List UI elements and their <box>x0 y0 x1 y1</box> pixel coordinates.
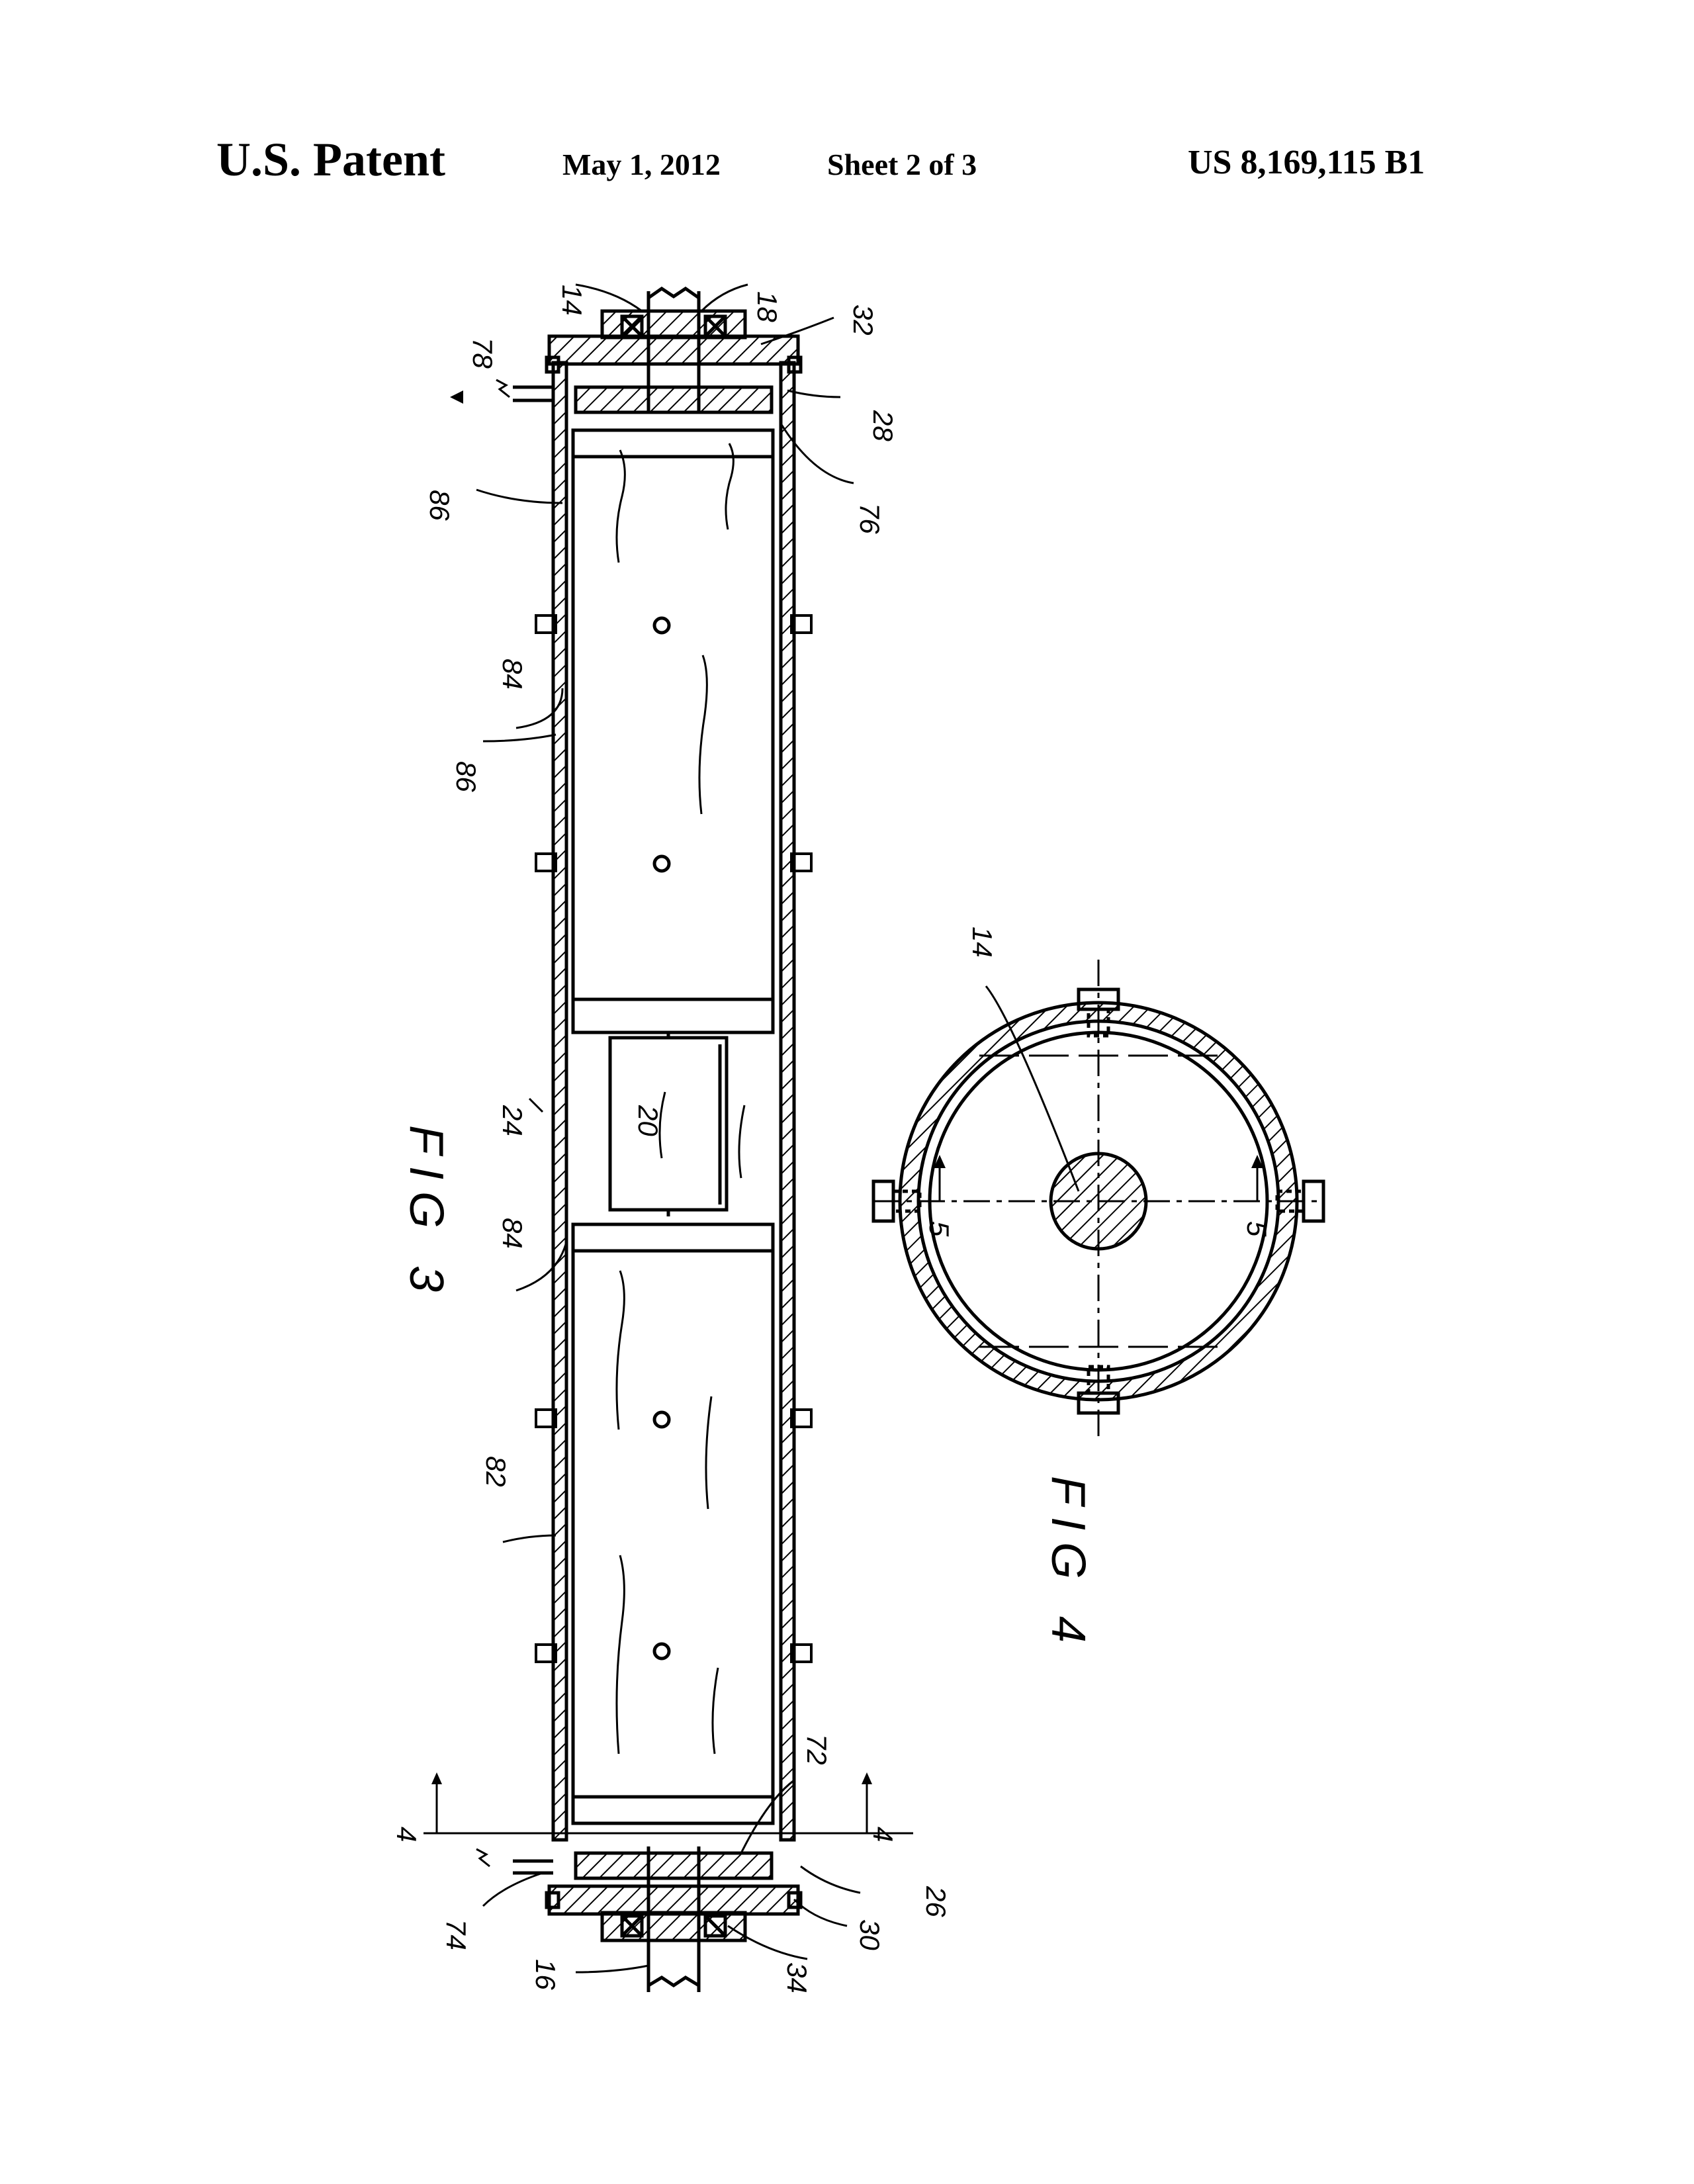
fig4-caption: FIG 4 <box>1042 1476 1094 1655</box>
label-34: 34 <box>781 1962 813 1993</box>
upper-fastener-2 <box>652 854 671 873</box>
patent-number: US 8,169,115 B1 <box>1188 144 1425 181</box>
label-30: 30 <box>854 1919 885 1950</box>
label-24: 24 <box>497 1105 528 1136</box>
sheet-number: Sheet 2 of 3 <box>827 148 977 181</box>
label-18: 18 <box>752 291 783 322</box>
fig4-label-5-left: 5 <box>924 1221 955 1237</box>
lower-fastener-2 <box>652 1642 671 1661</box>
fig3-caption: FIG 3 <box>400 1125 453 1304</box>
fig4-bolt-left <box>871 1179 895 1223</box>
housing-left-wall <box>551 361 568 1842</box>
upper-fastener-1 <box>652 616 671 635</box>
fig4-labels: 14 5 5 <box>924 927 1272 1237</box>
upper-motor <box>571 428 775 1034</box>
leader-lines <box>476 283 861 1974</box>
center-unit-20 <box>608 1036 729 1212</box>
label-32: 32 <box>848 304 879 336</box>
top-fan <box>574 385 774 414</box>
fig4-shaft-section <box>1049 1152 1148 1251</box>
label-82: 82 <box>480 1456 512 1487</box>
label-28: 28 <box>868 410 899 441</box>
fig3-drawing <box>424 283 913 1992</box>
housing-right-wall <box>779 361 796 1842</box>
label-86-upper: 86 <box>424 490 455 521</box>
label-14: 14 <box>557 285 588 316</box>
lower-motor <box>571 1222 775 1825</box>
fig4-label-5-right: 5 <box>1241 1221 1272 1237</box>
top-end-plate <box>547 334 800 366</box>
fig4-label-14: 14 <box>967 927 998 958</box>
label-4-left: 4 <box>391 1827 422 1842</box>
label-16: 16 <box>530 1959 561 1990</box>
top-bearing-right <box>703 314 727 338</box>
label-4-right: 4 <box>868 1827 899 1842</box>
fig4-bolt-right <box>1302 1179 1325 1223</box>
bottom-end-plate <box>547 1884 800 1916</box>
publication-label: U.S. Patent <box>216 133 445 186</box>
publication-date: May 1, 2012 <box>562 148 721 181</box>
label-72: 72 <box>801 1734 832 1765</box>
fig4-drawing <box>871 960 1325 1443</box>
airflow-arrows <box>615 443 746 1754</box>
label-20: 20 <box>633 1105 664 1136</box>
lower-fastener-1 <box>652 1410 671 1429</box>
top-bolt-left <box>545 355 560 374</box>
bottom-fan <box>574 1851 774 1880</box>
side-bolts <box>535 614 813 1663</box>
label-74: 74 <box>441 1919 472 1950</box>
fig3-labels: 14 18 32 78 28 76 86 84 86 24 20 84 82 7… <box>391 285 952 1993</box>
label-78: 78 <box>467 338 498 369</box>
label-84-lower: 84 <box>497 1218 528 1249</box>
top-bolt-right <box>787 355 803 374</box>
label-26: 26 <box>920 1886 952 1917</box>
top-bearing-left <box>620 314 644 338</box>
label-84-upper: 84 <box>497 659 528 690</box>
page-header: U.S. Patent May 1, 2012 Sheet 2 of 3 US … <box>0 132 1694 199</box>
label-86-lower: 86 <box>451 761 482 792</box>
label-76: 76 <box>854 503 885 534</box>
